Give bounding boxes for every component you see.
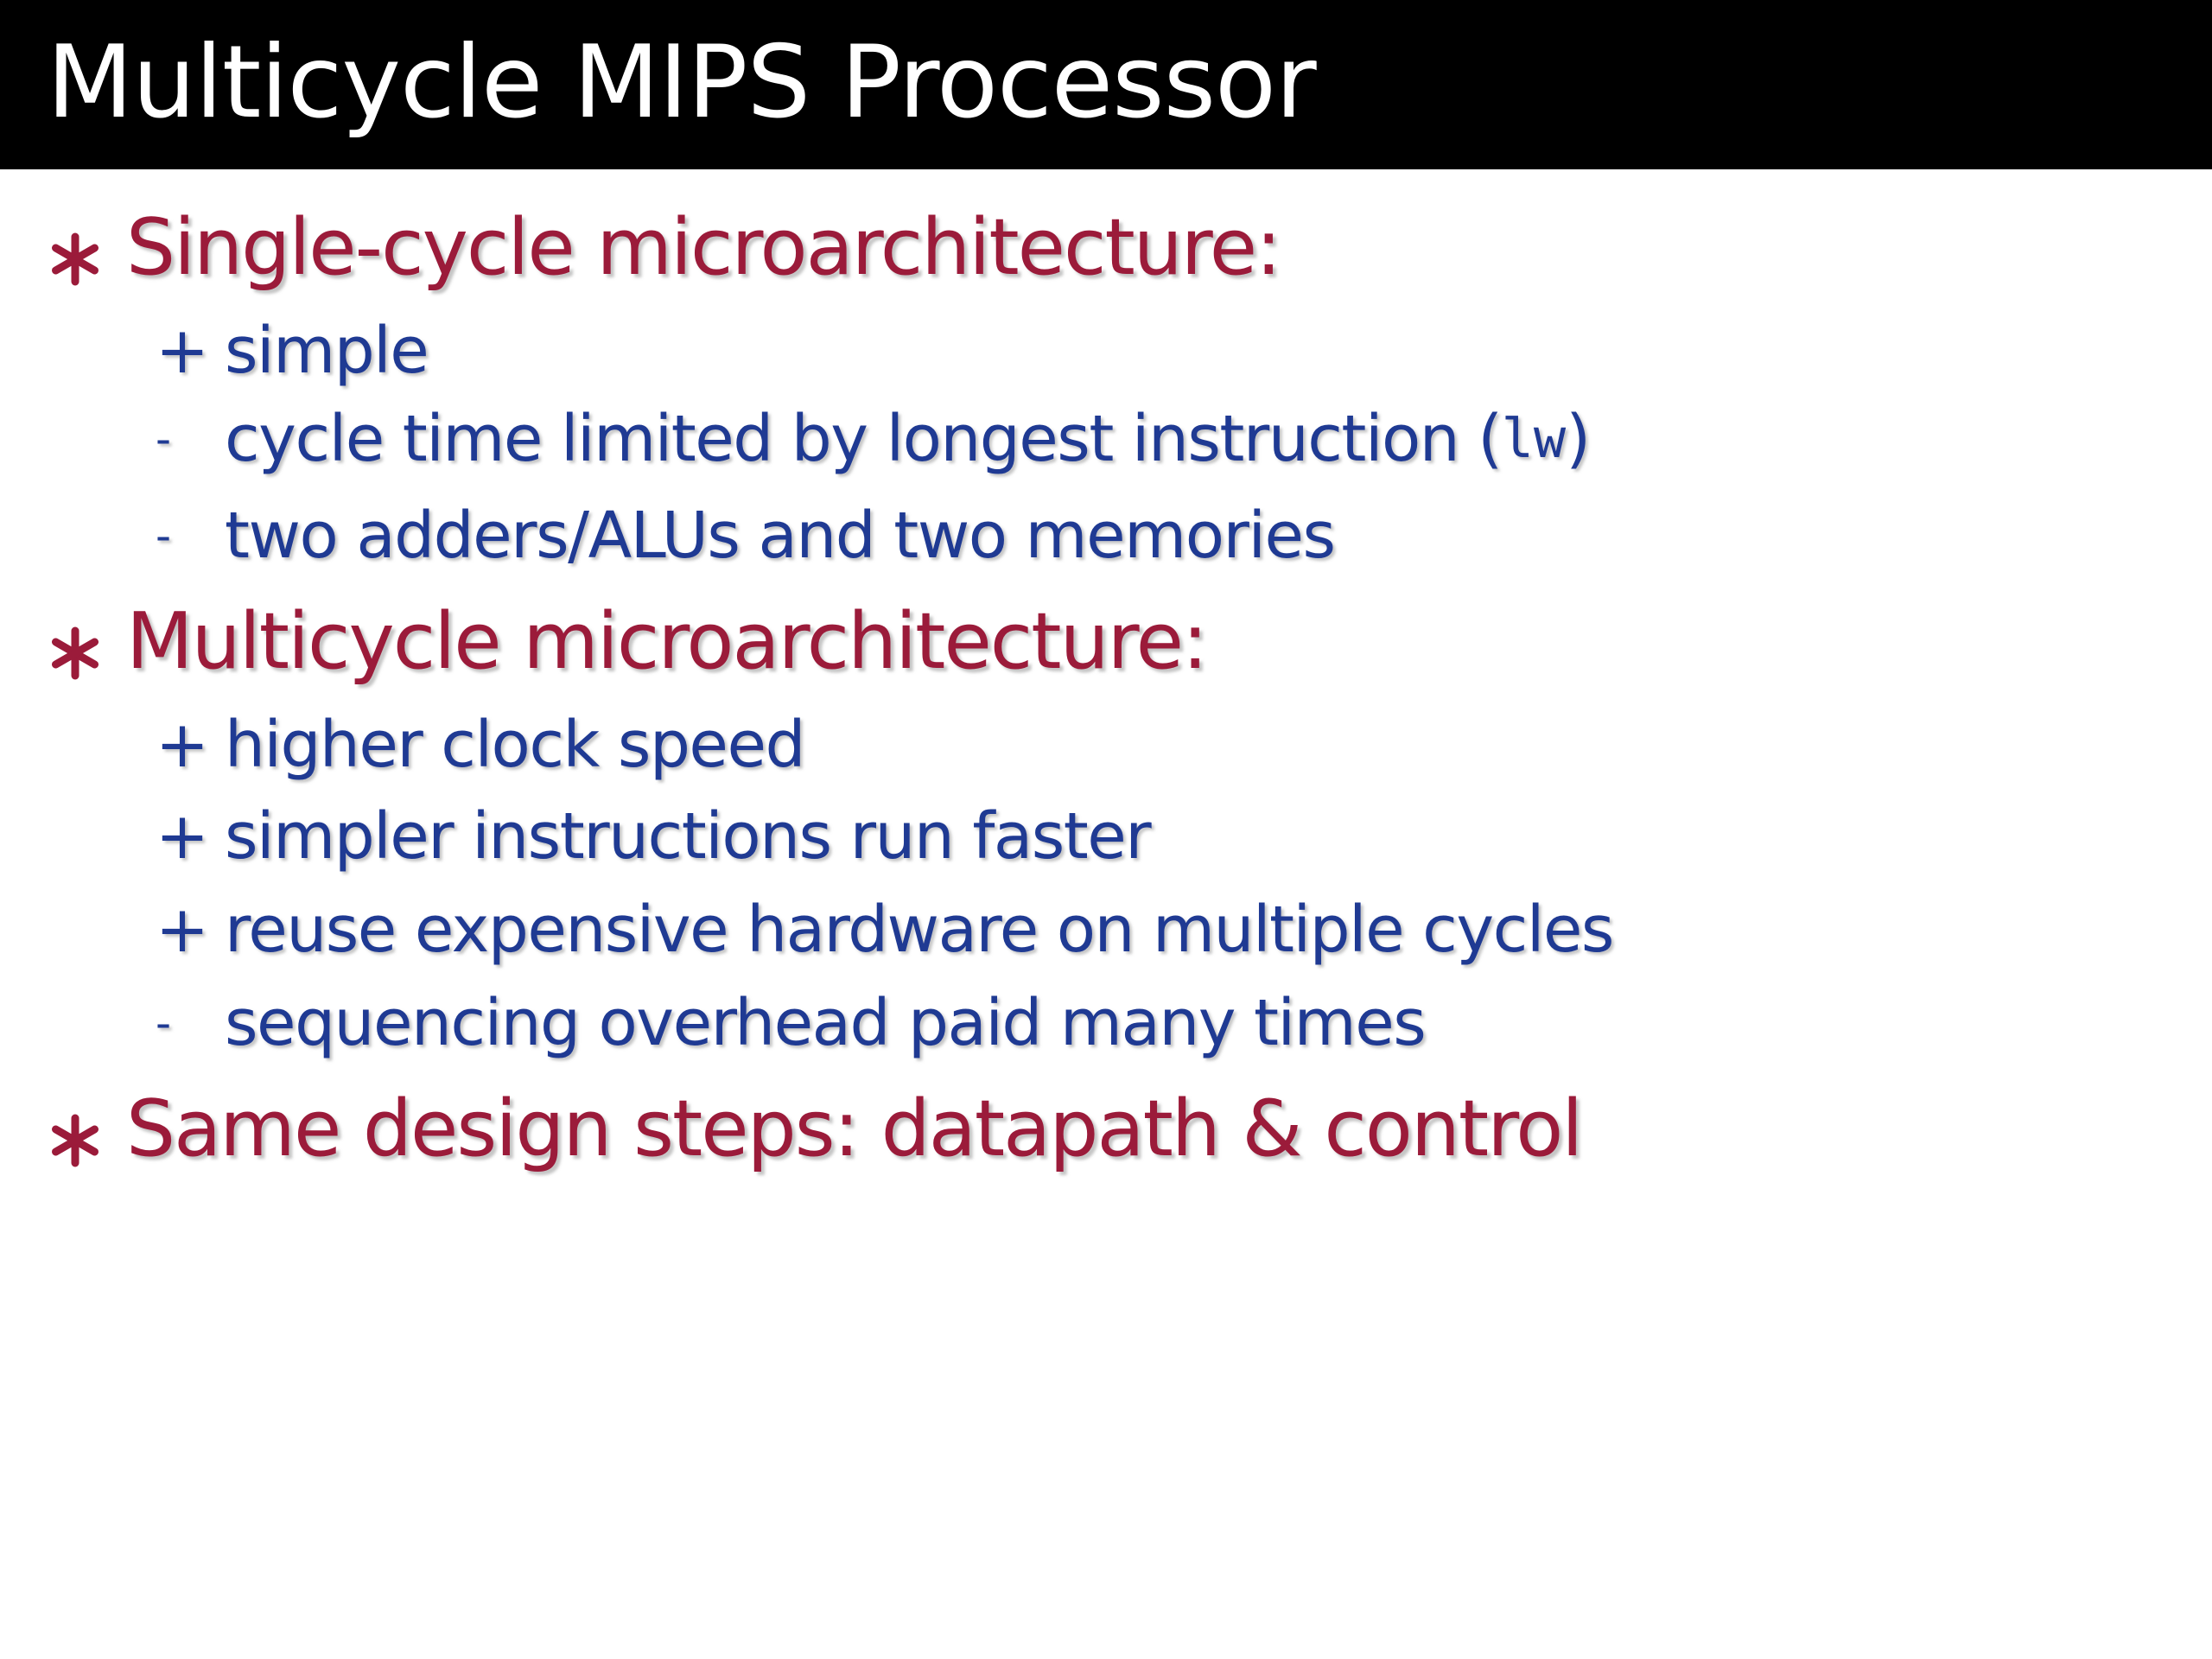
list-item-text: two adders/ALUs and two memories xyxy=(225,499,1336,573)
list-item-text: cycle time limited by longest instructio… xyxy=(225,402,1503,476)
section-heading-text: Same design steps: datapath & control xyxy=(126,1084,1583,1174)
list-item: + higher clock speed xyxy=(156,702,805,788)
list-item: - cycle time limited by longest instruct… xyxy=(156,396,1591,482)
plus-mark: + xyxy=(156,708,209,782)
plus-mark: + xyxy=(156,799,209,874)
slide-title: Multicycle MIPS Processor xyxy=(47,24,1317,141)
minus-mark: - xyxy=(156,414,171,464)
minus-mark: - xyxy=(156,998,171,1048)
plus-mark: + xyxy=(156,893,209,967)
plus-mark: + xyxy=(156,314,209,388)
list-item-text: higher clock speed xyxy=(225,708,805,782)
code-text: lw xyxy=(1501,407,1567,470)
section-heading-design-steps: Same design steps: datapath & control xyxy=(48,1082,1583,1177)
list-item: - two adders/ALUs and two memories xyxy=(156,493,1336,579)
minus-mark: - xyxy=(156,511,171,561)
list-item-text: sequencing overhead paid many times xyxy=(225,986,1427,1060)
list-item-text: simple xyxy=(225,314,429,388)
title-bar: Multicycle MIPS Processor xyxy=(0,0,2212,169)
section-heading-single-cycle: Single-cycle microarchitecture: xyxy=(48,200,1282,296)
asterisk-bullet-icon xyxy=(48,200,105,296)
list-item-text: reuse expensive hardware on multiple cyc… xyxy=(225,893,1614,967)
section-heading-multicycle: Multicycle microarchitecture: xyxy=(48,594,1208,690)
asterisk-bullet-icon xyxy=(48,1082,105,1177)
list-item: + simpler instructions run faster xyxy=(156,793,1152,880)
section-heading-text: Multicycle microarchitecture: xyxy=(126,596,1208,687)
list-item-text: simpler instructions run faster xyxy=(225,799,1152,874)
list-item: + simple xyxy=(156,308,429,394)
list-item: - sequencing overhead paid many times xyxy=(156,980,1427,1066)
section-heading-text: Single-cycle microarchitecture: xyxy=(126,202,1282,293)
list-item: + reuse expensive hardware on multiple c… xyxy=(156,887,1614,973)
list-item-text-after: ) xyxy=(1566,402,1591,476)
asterisk-bullet-icon xyxy=(48,594,105,690)
